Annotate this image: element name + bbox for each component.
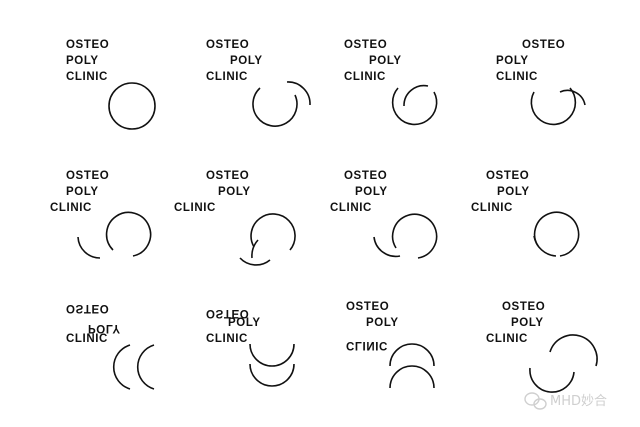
word-osteo: OSTEO (206, 170, 249, 182)
arc-mark-bottom (249, 363, 295, 387)
arc-mark-right (391, 213, 438, 259)
arc-mark-top (249, 343, 295, 367)
word-poly: POLY (497, 186, 530, 198)
word-clinic: CLINIC (174, 202, 216, 214)
arc-mark-left (77, 236, 101, 259)
word-osteo: OSTEO (344, 170, 387, 182)
logo-variant-7: OSTEO POLY CLINIC (330, 170, 438, 259)
word-clinic: CLINIC (330, 202, 372, 214)
arc-mark-right (533, 211, 580, 257)
word-poly-flipped: POLY (88, 322, 121, 334)
arc-mark-right (136, 344, 155, 390)
arc-mark-left (373, 236, 401, 258)
word-clinic: CLINIC (206, 71, 248, 83)
word-clinic-flipped: CLINIC (346, 339, 388, 351)
watermark: MHD妙合 (524, 392, 607, 410)
arc-mark-right (250, 213, 296, 251)
watermark-text: MHD妙合 (550, 394, 607, 409)
word-osteo: OSTEO (502, 301, 545, 313)
arc-mark-left (112, 344, 131, 390)
word-clinic: CLINIC (66, 71, 108, 83)
arc-mark-left (239, 257, 271, 266)
word-clinic: CLINIC (66, 333, 108, 345)
arc-mark-top (389, 343, 435, 367)
logo-variant-6: OSTEO POLY CLINIC (174, 170, 296, 266)
arc-mark-left (533, 235, 557, 257)
logo-variant-1: OSTEO POLY CLINIC (66, 39, 156, 130)
logo-variant-2: OSTEO POLY CLINIC (206, 39, 311, 127)
arc-mark-left (530, 87, 577, 126)
arc-mark-left (391, 87, 438, 126)
word-osteo-flipped: OSTEO (66, 302, 109, 314)
word-clinic: CLINIC (206, 333, 248, 345)
word-clinic: CLINIC (496, 71, 538, 83)
logo-variant-9: OSTEO POLY CLINIC (66, 302, 155, 390)
word-clinic: CLINIC (471, 202, 513, 214)
arc-mark-left (252, 87, 298, 127)
logo-variant-8: OSTEO POLY CLINIC (471, 170, 580, 257)
arc-mark-right (105, 211, 152, 257)
arc-mark-top (549, 334, 598, 367)
arc-mark-right (403, 84, 429, 107)
logo-variant-5: OSTEO POLY CLINIC (50, 170, 152, 259)
word-poly: POLY (218, 186, 251, 198)
word-osteo: OSTEO (486, 170, 529, 182)
word-poly: POLY (228, 317, 261, 329)
word-osteo: OSTEO (344, 39, 387, 51)
word-clinic: CLINIC (486, 333, 528, 345)
logo-variant-4: OSTEO POLY CLINIC (496, 39, 586, 126)
arc-mark-right (286, 81, 311, 106)
wechat-icon (524, 392, 547, 410)
logo-variant-11: OSTEO POLY CLINIC (346, 301, 435, 389)
word-osteo: OSTEO (66, 170, 109, 182)
arc-mark-bottom (529, 367, 575, 393)
word-poly: POLY (66, 186, 99, 198)
word-poly: POLY (496, 55, 529, 67)
word-poly: POLY (511, 317, 544, 329)
word-osteo-flipped: OSTEO (206, 307, 249, 319)
circle-mark (108, 82, 156, 130)
word-clinic: CLINIC (50, 202, 92, 214)
word-poly: POLY (355, 186, 388, 198)
word-poly: POLY (369, 55, 402, 67)
word-osteo: OSTEO (206, 39, 249, 51)
word-osteo: OSTEO (66, 39, 109, 51)
word-osteo: OSTEO (522, 39, 565, 51)
word-osteo: OSTEO (346, 301, 389, 313)
logo-variant-10: OSTEO POLY CLINIC (206, 307, 295, 387)
logo-variant-12: OSTEO POLY CLINIC (486, 301, 598, 393)
arc-mark-right (559, 89, 586, 106)
arc-mark-bottom (389, 365, 435, 389)
logo-variant-3: OSTEO POLY CLINIC (344, 39, 438, 126)
word-poly: POLY (366, 317, 399, 329)
arc-mark-cross (251, 239, 259, 259)
word-poly: POLY (230, 55, 263, 67)
word-poly: POLY (66, 55, 99, 67)
word-clinic: CLINIC (344, 71, 386, 83)
